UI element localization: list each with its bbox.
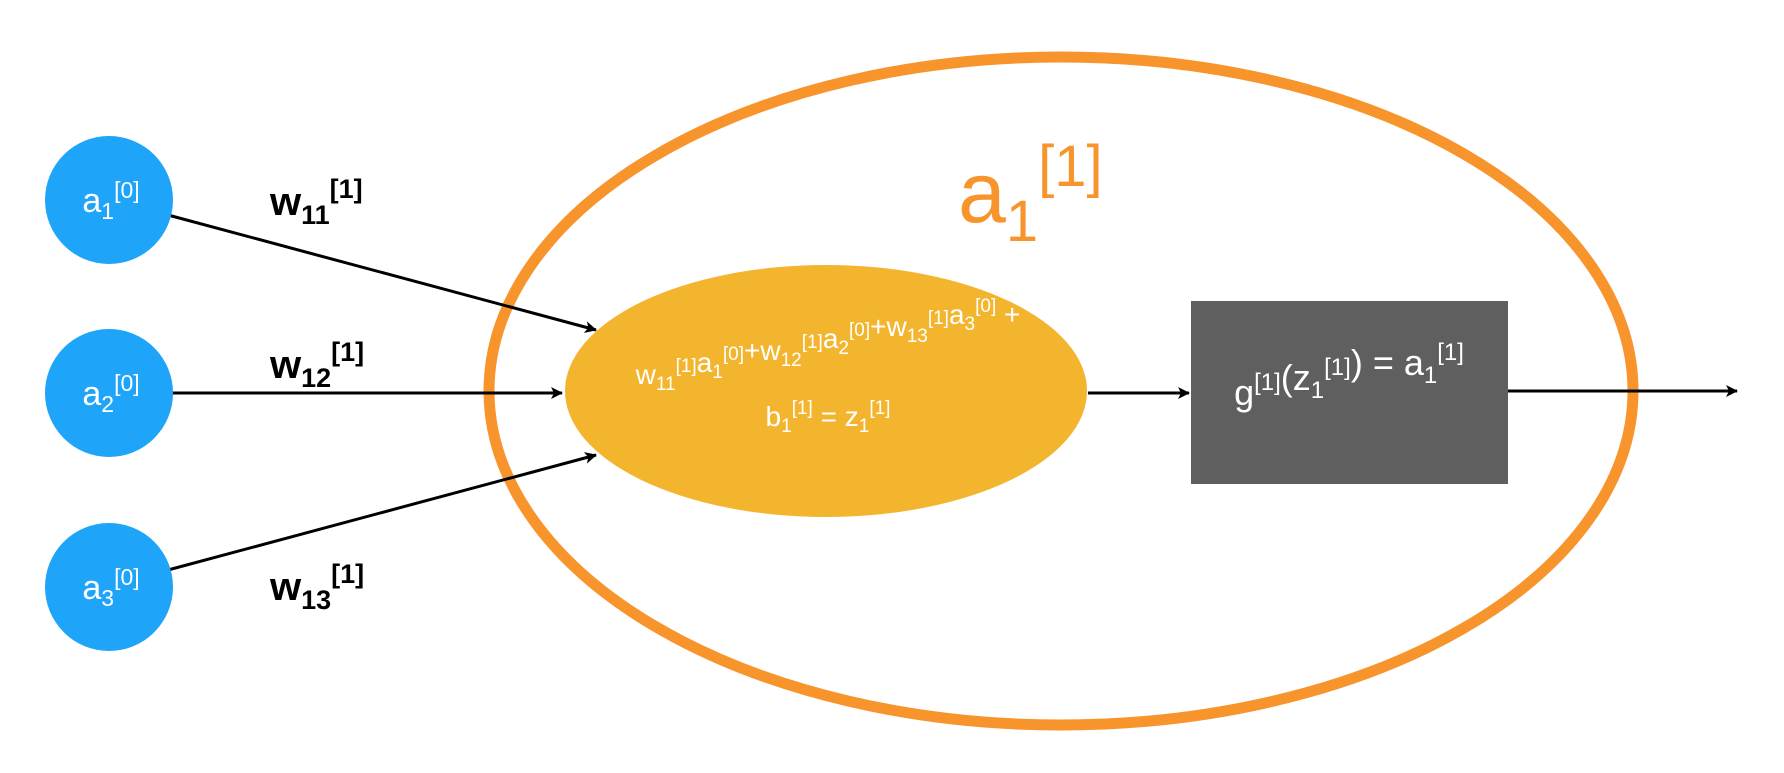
input-label-a1: a1[0] [82, 177, 139, 224]
input-node-a2: a2[0] [45, 329, 173, 457]
activation-label: g[1](z1[1]) = a1[1] [1234, 339, 1464, 413]
summation-line-1: w11[1]a1[0]+w12[1]a2[0]+w13[1]a3[0] + [635, 296, 1021, 395]
neuron-label: a1[1] [958, 134, 1103, 254]
weight-label-w11: w11[1] [269, 174, 363, 230]
summation-node [565, 265, 1087, 517]
input-node-a1: a1[0] [45, 136, 173, 264]
edge-a3-to-sum [167, 452, 597, 572]
input-label-a2: a2[0] [82, 370, 139, 417]
summation-line-2: b1[1] = z1[1] [766, 398, 891, 437]
weight-label-w13: w13[1] [269, 559, 364, 615]
input-label-a3: a3[0] [82, 564, 139, 611]
edge-a1-to-sum [167, 213, 597, 333]
weight-label-w12: w12[1] [269, 337, 364, 393]
activation-box [1191, 301, 1508, 484]
input-node-a3: a3[0] [45, 523, 173, 651]
